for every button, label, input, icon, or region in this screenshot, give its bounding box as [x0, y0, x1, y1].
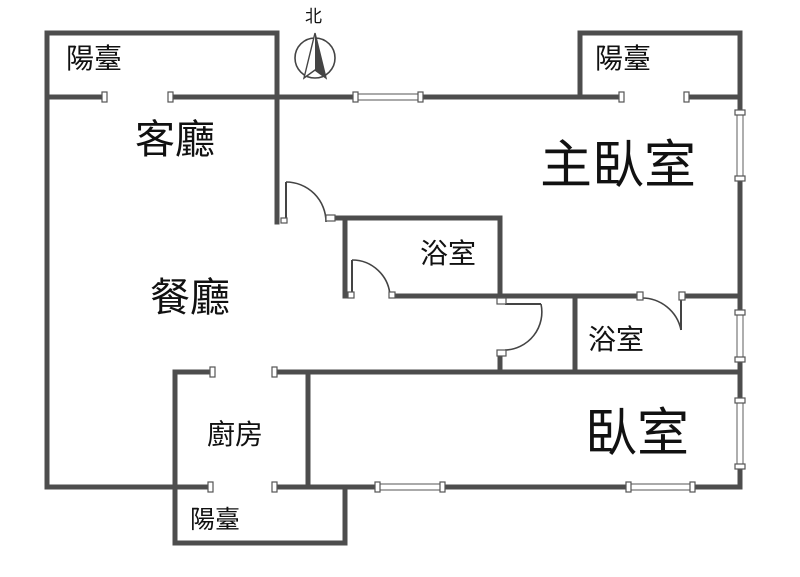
room-label-balcony-ne: 陽臺: [595, 43, 652, 74]
room-label-master-bedroom: 主臥室: [540, 137, 697, 195]
room-label-living-room: 客廳: [135, 118, 215, 162]
windows: [101, 91, 746, 493]
room-label-bathroom-center: 浴室: [420, 238, 477, 269]
room-label-balcony-nw: 陽臺: [66, 43, 123, 74]
room-label-balcony-s: 陽臺: [190, 506, 241, 534]
room-label-kitchen: 廚房: [207, 419, 264, 450]
doors: [280, 181, 686, 357]
compass-icon: [294, 32, 336, 80]
compass-north-label: 北: [305, 7, 322, 26]
room-label-bathroom-right: 浴室: [588, 324, 645, 355]
room-label-bedroom: 臥室: [585, 405, 690, 463]
walls: [44, 30, 743, 546]
room-label-dining-room: 餐廳: [150, 276, 230, 320]
